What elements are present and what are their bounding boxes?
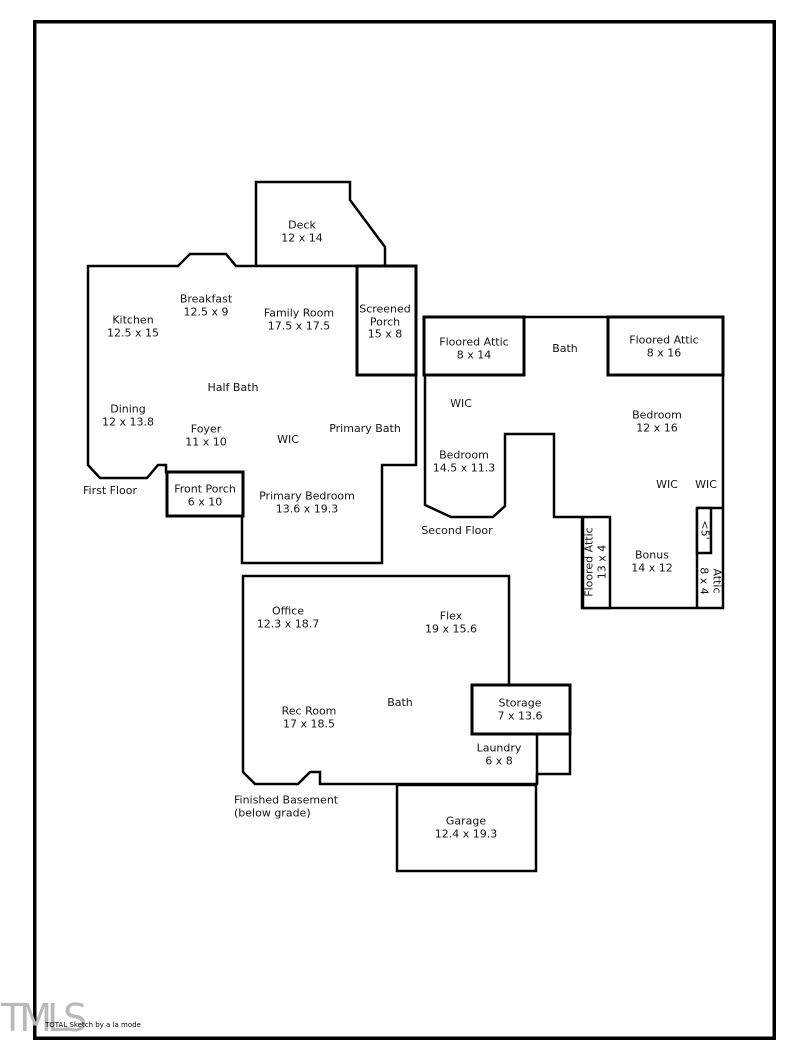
room-label-bath-second: Bath [552, 341, 578, 355]
floored-attic-8x16-outline [606, 315, 725, 377]
room-label-primary-bath: Primary Bath [329, 421, 401, 435]
sketch-credit-text: TOTAL Sketch by a la mode [45, 1021, 141, 1029]
first-floor-outline [86, 252, 418, 565]
floored-attic-8x14-outline [422, 315, 526, 377]
second-floor-outline [423, 315, 725, 610]
floored-attic-13x4-outline [581, 515, 612, 610]
room-label-wic-second: WIC [450, 396, 472, 410]
under-5ft-outline [695, 506, 713, 555]
floor-title-second-floor-title: Second Floor [421, 523, 493, 537]
storage-outline [470, 683, 572, 736]
page-frame-border [33, 20, 776, 1040]
floor-title-first-floor-title: First Floor [82, 483, 138, 497]
room-label-under-5ft: <5' [698, 520, 712, 540]
tmls-logo: TMLS [1, 996, 87, 1040]
room-label-wic-bonus-right: WIC [695, 477, 717, 491]
floor-title-basement-title: Finished Basement(below grade) [234, 793, 339, 819]
front-porch-outline [165, 470, 245, 518]
room-label-half-bath: Half Bath [207, 380, 259, 394]
room-label-wic-first: WIC [277, 432, 299, 446]
screened-porch-outline [355, 264, 418, 377]
room-label-bath-basement: Bath [387, 695, 413, 709]
garage-outline [395, 783, 538, 873]
room-label-wic-bonus-left: WIC [656, 477, 678, 491]
